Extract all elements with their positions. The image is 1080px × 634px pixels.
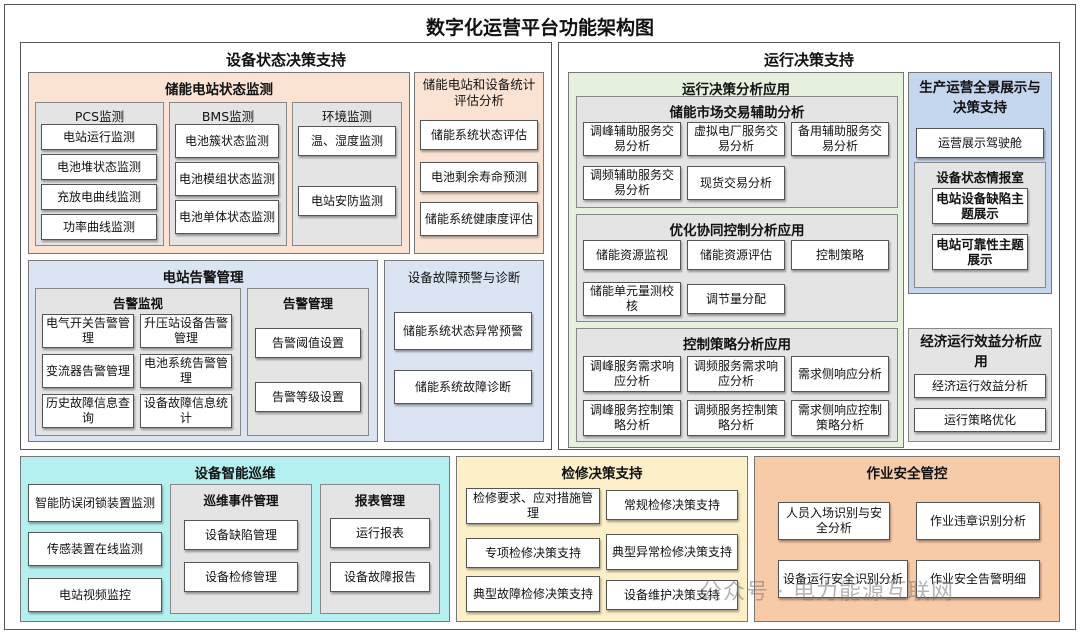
strategy-item: 调频服务控制策略分析 [687,400,785,436]
alarm-monitor-item: 变流器告警管理 [42,354,134,388]
pcs-item: 功率曲线监测 [41,214,157,240]
market-item: 调频辅助服务交易分析 [583,166,681,200]
cockpit-item: 运营展示驾驶舱 [916,128,1044,158]
bms-item: 电池模组状态监测 [175,162,279,196]
safety-title: 作业安全管控 [866,466,948,482]
safety-item: 作业违章识别分析 [916,502,1040,540]
maintenance-item: 典型故障检修决策支持 [466,576,600,612]
market-item: 现货交易分析 [687,166,785,200]
stats-item: 储能系统状态评估 [420,120,538,150]
economic-title: 经济运行效益分析应用 [920,334,1042,370]
inspection-item: 智能防误闭锁装置监测 [28,484,162,522]
coop-item: 调节量分配 [687,284,785,314]
strategy-title: 控制策略分析应用 [683,337,791,353]
pcs-item: 电池堆状态监测 [41,154,157,180]
alarm-manage-group: 告警管理 [247,288,369,436]
stats-item: 储能系统健康度评估 [420,202,538,236]
bms-item: 电池簇状态监测 [175,124,279,158]
fault-item: 储能系统故障诊断 [394,370,532,404]
bms-item: 电池单体状态监测 [175,200,279,234]
market-item: 备用辅助服务交易分析 [791,122,889,156]
stats-item: 电池剩余寿命预测 [420,162,538,192]
stats-title: 储能电站和设备统计评估分析 [422,77,536,108]
coop-item: 储能资源监视 [583,240,681,270]
panorama-title: 生产运营全景展示与决策支持 [919,80,1041,116]
events-item: 设备检修管理 [184,562,298,592]
station-monitoring-title: 储能电站状态监测 [165,82,273,98]
safety-item: 作业安全告警明细 [916,560,1040,598]
alarm-monitor-title: 告警监视 [112,296,163,311]
maintenance-item: 设备维护决策支持 [606,580,738,610]
situation-title: 设备状态情报室 [936,170,1024,185]
env-item: 温、湿度监测 [298,126,396,156]
alarm-monitor-item: 电池系统告警管理 [140,354,232,388]
operation-analysis-title: 运行决策分析应用 [682,82,790,98]
alarm-monitor-item: 设备故障信息统计 [140,394,232,428]
strategy-item: 需求侧响应控制策略分析 [791,400,889,436]
situation-item: 电站可靠性主题展示 [932,234,1028,270]
economic-item: 经济运行效益分析 [914,374,1046,398]
alarm-manage-item: 告警等级设置 [255,382,361,412]
alarm-monitor-item: 历史故障信息查询 [42,394,134,428]
coop-item: 储能资源评估 [687,240,785,270]
market-item: 虚拟电厂服务交易分析 [687,122,785,156]
alarm-monitor-item: 电气开关告警管理 [42,314,134,348]
strategy-item: 需求侧响应分析 [791,356,889,392]
diagram-title: 数字化运营平台功能架构图 [425,17,654,39]
alarm-manage-item: 告警阈值设置 [255,328,361,358]
fault-panel: 设备故障预警与诊断 [384,260,544,442]
pcs-title: PCS监测 [74,109,125,124]
fault-item: 储能系统状态异常预警 [394,312,532,350]
reports-group: 报表管理 [320,484,440,614]
market-title: 储能市场交易辅助分析 [669,105,805,121]
coop-title: 优化协同控制分析应用 [669,223,805,239]
inspection-item: 电站视频监控 [28,578,162,612]
equipment-decision-title: 设备状态决策支持 [225,51,346,69]
maintenance-title: 检修决策支持 [561,466,643,482]
env-group: 环境监测 [292,102,402,246]
pcs-item: 电站运行监测 [41,124,157,150]
economic-item: 运行策略优化 [914,408,1046,432]
maintenance-item: 检修要求、应对措施管理 [466,488,600,524]
env-title: 环境监测 [321,109,372,124]
strategy-item: 调峰服务控制策略分析 [583,400,681,436]
reports-title: 报表管理 [354,493,405,508]
events-title: 巡维事件管理 [203,493,279,508]
alarm-monitor-item: 升压站设备告警管理 [140,314,232,348]
maintenance-item: 专项检修决策支持 [466,538,600,568]
operation-decision-title: 运行决策支持 [763,51,854,69]
alarm-title: 电站告警管理 [162,270,244,286]
reports-item: 运行报表 [330,518,430,548]
pcs-item: 充放电曲线监测 [41,184,157,210]
maintenance-item: 典型异常检修决策支持 [606,534,738,570]
coop-item: 储能单元量测校核 [583,282,681,316]
reports-item: 设备故障报告 [330,562,430,592]
safety-item: 人员入场识别与安全分析 [778,502,890,540]
safety-item: 设备运行安全识别分析 [778,560,908,598]
watermark-text: 公众号 · 电力能源互联网 [700,580,954,605]
market-item: 调峰辅助服务交易分析 [583,122,681,156]
fault-title: 设备故障预警与诊断 [407,270,521,285]
events-item: 设备缺陷管理 [184,520,298,550]
coop-item: 控制策略 [791,240,889,270]
inspection-title: 设备智能巡维 [194,466,276,482]
maintenance-item: 常规检修决策支持 [606,490,738,520]
alarm-manage-title: 告警管理 [282,296,333,311]
bms-title: BMS监测 [201,109,255,124]
strategy-item: 调峰服务需求响应分析 [583,356,681,392]
strategy-item: 调频服务需求响应分析 [687,356,785,392]
situation-item: 电站设备缺陷主题展示 [932,188,1028,224]
inspection-item: 传感装置在线监测 [28,532,162,566]
env-item: 电站安防监测 [298,186,396,216]
